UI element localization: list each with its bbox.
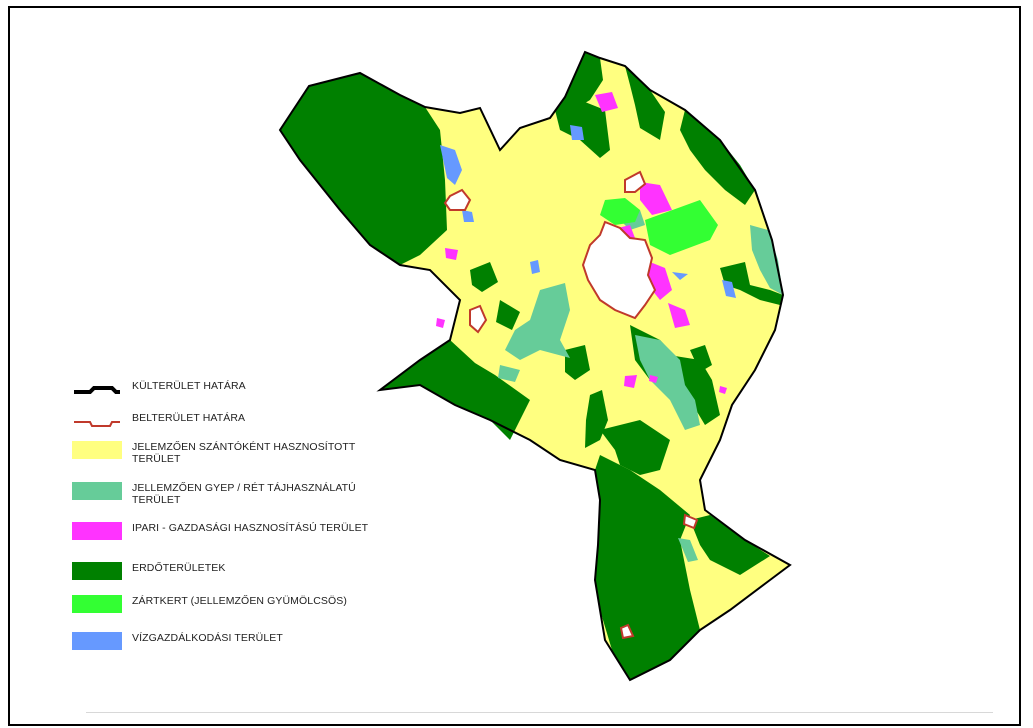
orchard-areas xyxy=(600,198,718,255)
inner-area-boundaries xyxy=(443,170,699,640)
legend-label: JELLEMZŐEN GYEP / RÉT TÁJHASZNÁLATÚ TERÜ… xyxy=(132,482,356,506)
bottom-divider xyxy=(86,712,993,713)
legend-item-outer-boundary: KÜLTERÜLET HATÁRA xyxy=(72,380,422,398)
legend-swatch-grassland xyxy=(72,482,122,500)
water-areas xyxy=(440,125,736,298)
legend-label: IPARI - GAZDASÁGI HASZNOSÍTÁSÚ TERÜLET xyxy=(132,522,369,534)
outer-boundary xyxy=(278,50,792,682)
legend-swatch-orchard xyxy=(72,595,122,613)
legend-label: KÜLTERÜLET HATÁRA xyxy=(132,380,246,392)
legend-label: BELTERÜLET HATÁRA xyxy=(132,412,246,424)
grassland-areas xyxy=(498,210,783,562)
legend-swatch-outer-boundary xyxy=(72,380,122,398)
legend-item-grassland: JELLEMZŐEN GYEP / RÉT TÁJHASZNÁLATÚ TERÜ… xyxy=(72,482,422,506)
legend-label: ZÁRTKERT (JELLEMZŐEN GYÜMÖLCSÖS) xyxy=(132,595,347,607)
legend-label: ERDŐTERÜLETEK xyxy=(132,562,226,574)
legend-item-arable: JELEMZŐEN SZÁNTÓKÉNT HASZNOSÍTOTT TERÜLE… xyxy=(72,441,422,465)
legend-label: VÍZGAZDÁLKODÁSI TERÜLET xyxy=(132,632,283,644)
legend-item-forest: ERDŐTERÜLETEK xyxy=(72,562,422,580)
legend-item-water: VÍZGAZDÁLKODÁSI TERÜLET xyxy=(72,632,422,650)
legend-swatch-water xyxy=(72,632,122,650)
legend-item-inner-boundary: BELTERÜLET HATÁRA xyxy=(72,412,422,430)
legend-swatch-forest xyxy=(72,562,122,580)
legend-swatch-inner-boundary xyxy=(72,412,122,430)
legend-swatch-industrial xyxy=(72,522,122,540)
legend-label: JELEMZŐEN SZÁNTÓKÉNT HASZNOSÍTOTT TERÜLE… xyxy=(132,441,356,465)
legend-swatch-arable xyxy=(72,441,122,459)
legend-item-orchard: ZÁRTKERT (JELLEMZŐEN GYÜMÖLCSÖS) xyxy=(72,595,422,613)
legend-item-industrial: IPARI - GAZDASÁGI HASZNOSÍTÁSÚ TERÜLET xyxy=(72,522,422,540)
